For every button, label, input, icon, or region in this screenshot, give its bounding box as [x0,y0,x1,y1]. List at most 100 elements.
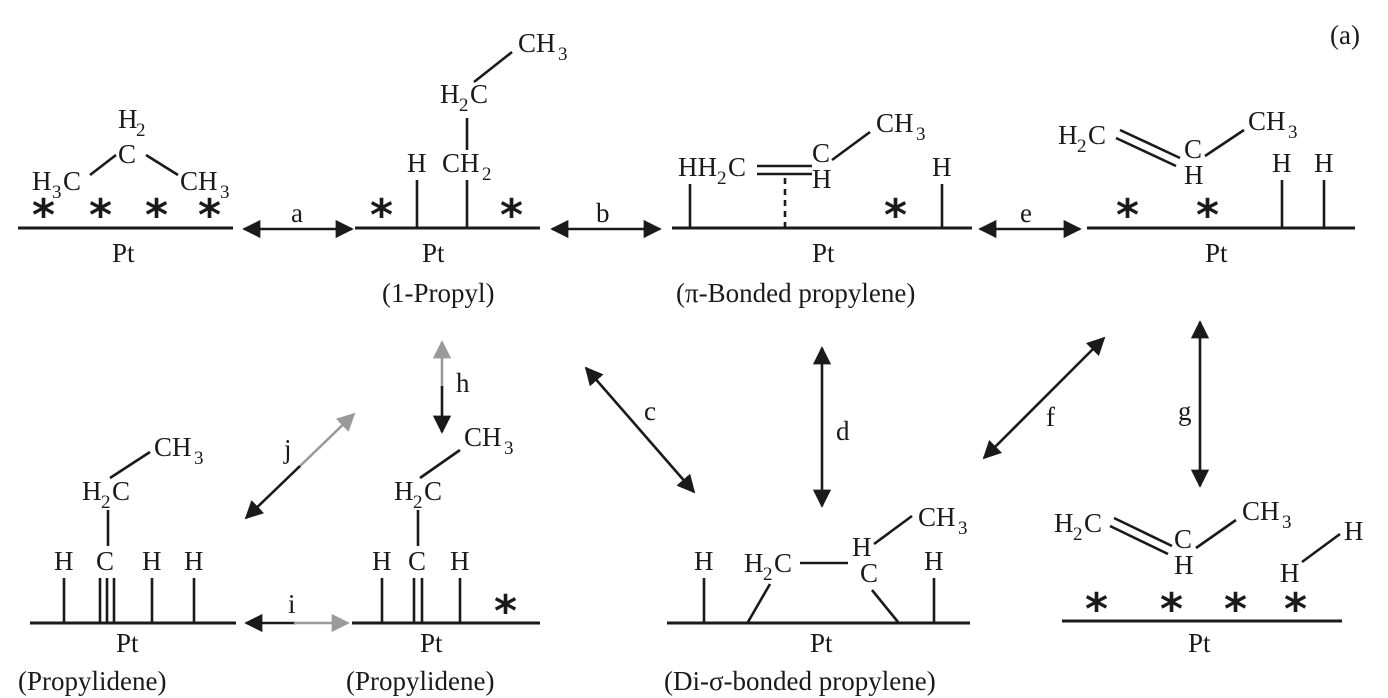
subscript: 2 [763,564,773,585]
atom-ch: CH [154,432,192,462]
double-bond [1119,128,1181,160]
atom-c: C [63,166,81,196]
atom-c: C [118,139,136,169]
vacant-site-star: * [884,190,907,241]
atom-h: H [82,476,102,506]
subscript: 3 [1282,512,1292,533]
vacant-site-star: * [1085,584,1108,635]
subscript: 2 [413,492,423,513]
atom-h: H [1058,120,1078,150]
atom-h: H [1174,550,1194,580]
subscript: 3 [220,182,230,203]
arrow-label-g: g [1178,396,1192,426]
vacant-site-star: * [500,190,523,241]
atom-ch: CH [918,502,956,532]
bond [109,450,151,480]
bond [1301,532,1341,564]
atom-c: C [774,548,792,578]
subscript: 2 [717,168,727,189]
atom-c: C [1184,134,1202,164]
vacant-site-star: * [89,190,112,241]
vacant-site-star: * [198,190,221,241]
pt-label: Pt [812,238,835,268]
arrow-label-i: i [288,589,296,619]
vacant-site-star: * [494,586,517,637]
panel-label: (a) [1330,20,1360,50]
atom-h: H [440,79,460,109]
atom-c: C [1084,508,1102,538]
vacant-site-star: * [370,190,393,241]
atom-ch: CH [180,166,218,196]
atom-ch: CH [1242,496,1280,526]
atom-ch: CH [1248,106,1286,136]
subscript: 3 [1288,122,1298,143]
subscript: 2 [1073,524,1083,545]
atom-c: C [408,546,426,576]
subscript: 3 [916,124,926,145]
atom-ch: CH [464,422,502,452]
atom-h: H [54,546,74,576]
species-1-propyl: * * Pt (1-Propyl) H CH 2 H 2 C CH 3 [355,28,568,308]
atom-h: H [924,546,944,576]
pt-label: Pt [116,628,139,658]
vacant-site-star: * [1284,584,1307,635]
subscript: 3 [958,518,968,539]
double-bond [1115,136,1177,168]
species-di-sigma-bonded-propylene: Pt (Di-σ-bonded propylene) H H 2 C H C C… [664,502,970,696]
atom-h: H [1272,148,1292,178]
atom-h: H [184,546,204,576]
atom-h: H [1054,508,1074,538]
arrow-label-f: f [1046,402,1055,432]
bond [873,514,913,546]
vacant-site-star: * [1116,190,1139,241]
arrow-j-upper [297,412,356,469]
caption-propylidene-1: (Propylidene) [18,666,166,696]
bond [473,50,513,84]
species-propylidene-double: * Pt (Propylidene) H C H H 2 C CH 3 [346,422,540,696]
atom-c: C [860,558,878,588]
arrow-label-a: a [291,198,303,228]
bond [870,589,900,623]
pt-label: Pt [112,238,135,268]
atom-h: H [1344,516,1364,546]
atom-h: H [32,166,52,196]
arrow-label-e: e [1020,198,1032,228]
arrow-c [584,366,696,494]
species-propylidene-triple: Pt (Propylidene) H C H H H 2 C CH 3 [18,432,236,696]
subscript: 3 [194,448,204,469]
subscript: 3 [558,44,568,65]
double-bond [1109,524,1169,556]
atom-h: H [450,546,470,576]
arrow-label-b: b [596,198,610,228]
arrow-j-lower [244,465,301,520]
atom-h: H [744,548,764,578]
atom-hh: HH [678,152,717,182]
atom-h: H [118,104,138,134]
atom-c: C [470,79,488,109]
bond [419,448,461,480]
atom-ch: CH [876,108,914,138]
atom-h: H [932,152,952,182]
atom-c: C [1088,120,1106,150]
arrow-label-h: h [456,368,470,398]
atom-c: C [424,476,442,506]
species-propane: * * * * Pt H 2 C H 3 C CH 3 [18,104,233,268]
atom-c: C [112,476,130,506]
atom-h: H [812,164,832,194]
atom-h: H [1280,558,1300,588]
atom-h: H [407,148,427,178]
vacant-site-star: * [1224,584,1247,635]
atom-c: C [1174,524,1192,554]
arrow-label-c: c [644,396,656,426]
vacant-site-star: * [145,190,168,241]
caption-pi-bonded-propylene: (π-Bonded propylene) [676,278,915,308]
atom-c: C [812,138,830,168]
caption-propylidene-2: (Propylidene) [346,666,494,696]
bond [1195,518,1237,550]
atom-h: H [1314,148,1334,178]
atom-h: H [1184,160,1204,190]
bond [145,153,179,177]
bond [89,153,117,177]
atom-h: H [852,532,872,562]
